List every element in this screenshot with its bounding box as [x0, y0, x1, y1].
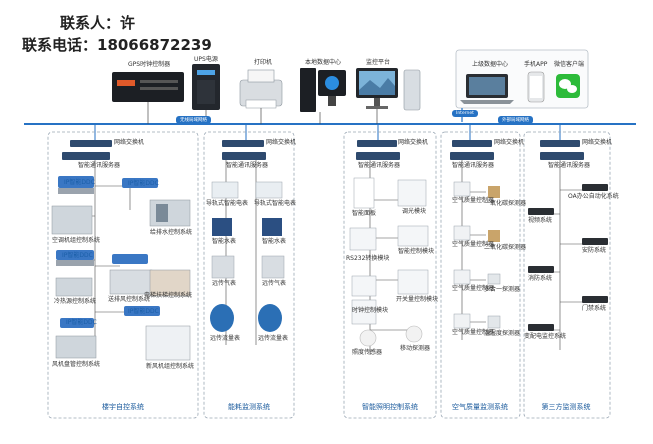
- energy-devices: [210, 181, 285, 332]
- switches: [62, 140, 584, 160]
- third-item-5: 门禁系统: [582, 305, 607, 312]
- network-label-left: 无线局域网络: [176, 116, 211, 124]
- air-devices: [453, 181, 501, 329]
- energy-item-3: 智能水表: [212, 238, 237, 245]
- energy-item-5: 远传气表: [212, 280, 237, 287]
- bas-item-3: 给排水控制系统: [150, 229, 193, 236]
- third-item-4: 消防系统: [528, 275, 553, 282]
- lighting-item-4: 智能控制模块: [398, 248, 435, 255]
- third-item-3: 安防系统: [582, 247, 607, 254]
- energy-item-8: 远传流量表: [258, 335, 289, 342]
- bas-item-5: IP智能DDC: [62, 252, 93, 259]
- lighting-item-8: 移动探测器: [400, 345, 431, 352]
- third-item-6: 变配电监控系统: [524, 333, 567, 340]
- bas-item-8: 电梯扶梯控制系统: [144, 292, 193, 299]
- air-item-2: 一氧化碳探测器: [484, 200, 527, 207]
- air-item-7: 空气质量控制器: [452, 329, 495, 336]
- air-item-8: 温湿度探测器: [484, 330, 521, 337]
- lighting-item-3: RS232转换模块: [346, 255, 390, 262]
- energy-item-1: 导轨式智能电表: [206, 200, 249, 207]
- bas-item-6: 送排风控制系统: [108, 296, 151, 303]
- panel-air: [440, 131, 521, 419]
- air-item-6: 多合一探测器: [484, 286, 521, 293]
- energy-item-4: 智能水表: [262, 238, 287, 245]
- third-item-2: 视频系统: [528, 217, 553, 224]
- third-server-label: 智能通讯服务器: [548, 162, 591, 169]
- label-cloud-data-center: 上级数据中心: [472, 61, 509, 68]
- bas-item-10: IP智能DDC: [66, 319, 97, 326]
- bas-item-11: 风机盘管控制系统: [52, 361, 101, 368]
- third-devices: [528, 184, 608, 331]
- bas-item-2: IP智能DDC: [128, 180, 159, 187]
- lighting-item-5: 开关量控制模块: [396, 296, 439, 303]
- network-label-internet: Internet: [452, 110, 478, 117]
- air-server-label: 智能通讯服务器: [452, 162, 495, 169]
- label-monitor-platform: 监控平台: [366, 59, 391, 66]
- bas-devices: [51, 176, 191, 361]
- label-printer: 打印机: [254, 59, 273, 66]
- air-item-4: 二氧化碳探测器: [484, 244, 527, 251]
- label-ups: UPS电源: [194, 56, 218, 63]
- label-wechat: 微信客户端: [554, 61, 585, 68]
- energy-server-label: 智能通讯服务器: [226, 162, 269, 169]
- bas-item-12: 新风机组控制系统: [146, 363, 195, 370]
- bas-item-1: IP智能DDC: [64, 179, 95, 186]
- energy-title: 能耗监测系统: [228, 403, 270, 411]
- panel-lighting: [343, 131, 437, 419]
- lighting-title: 智能照明控制系统: [362, 403, 418, 411]
- bas-server-label: 智能通讯服务器: [78, 162, 121, 169]
- bas-title: 楼宇自控系统: [102, 403, 144, 411]
- air-item-5: 空气质量控制器: [452, 285, 495, 292]
- energy-item-2: 导轨式智能电表: [254, 200, 297, 207]
- third-title: 第三方监测系统: [541, 403, 591, 411]
- air-title: 空气质量监测系统: [452, 403, 508, 411]
- panel-energy: [203, 131, 295, 419]
- panel-third: [523, 131, 611, 419]
- data-center-server-icon: [300, 68, 316, 112]
- contact-name: 联系人：许: [60, 14, 136, 32]
- lighting-server-label: 智能通讯服务器: [358, 162, 401, 169]
- panel-bas: [47, 131, 199, 419]
- energy-item-7: 远传流量表: [210, 335, 241, 342]
- network-label-right: 外部局域网络: [498, 116, 533, 124]
- air-item-3: 空气质量控制器: [452, 241, 495, 248]
- label-mobile-app: 手机APP: [524, 61, 548, 68]
- bas-switch-label: 网络交换机: [114, 139, 145, 146]
- lighting-devices: [349, 177, 429, 347]
- third-switch-label: 网络交换机: [582, 139, 613, 146]
- energy-switch-label: 网络交换机: [266, 139, 297, 146]
- third-item-1: OA办公自动化系统: [568, 193, 619, 200]
- bas-item-7: 冷热源控制系统: [54, 298, 97, 305]
- label-gps-clock: GPS时钟控制器: [128, 61, 171, 68]
- bas-item-4: 空调机组控制系统: [52, 237, 101, 244]
- lighting-item-2: 调光模块: [402, 208, 427, 215]
- air-item-1: 空气质量控制器: [452, 197, 495, 204]
- lighting-item-6: 时钟控制模块: [352, 307, 389, 314]
- lighting-item-1: 智能面板: [352, 210, 377, 217]
- air-switch-label: 网络交换机: [494, 139, 525, 146]
- label-local-data-center: 本地数据中心: [305, 59, 342, 66]
- energy-item-6: 远传气表: [262, 280, 287, 287]
- bas-item-9: IP智能DDC: [128, 308, 159, 315]
- lighting-switch-label: 网络交换机: [398, 139, 429, 146]
- contact-phone: 联系电话：18066872239: [22, 36, 212, 54]
- lighting-item-7: 照度传感器: [352, 349, 383, 356]
